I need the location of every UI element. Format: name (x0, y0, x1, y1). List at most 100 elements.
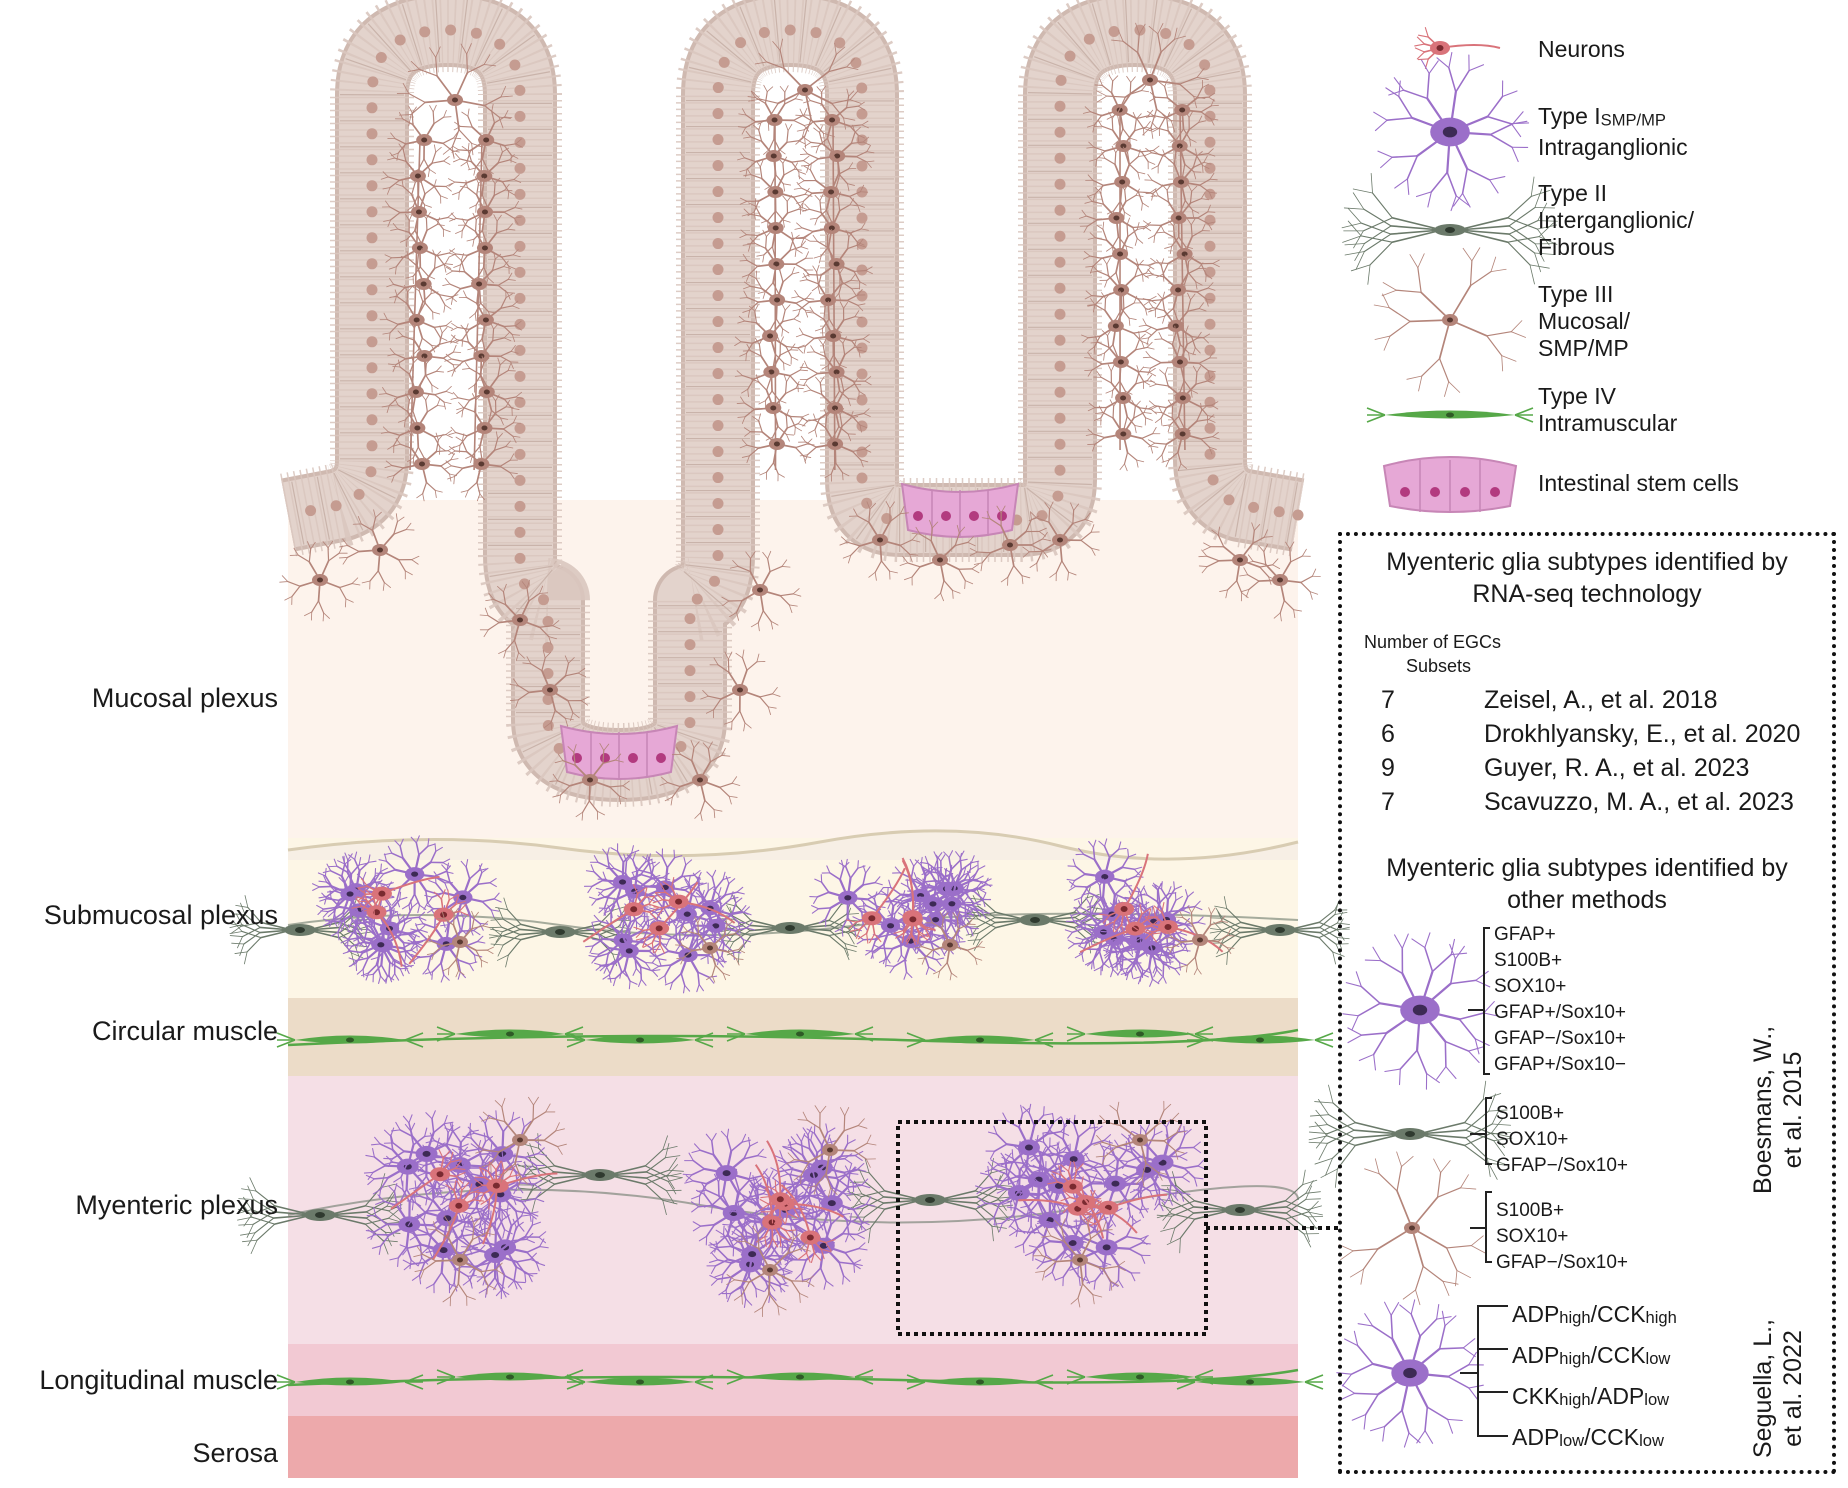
type3-glia-cell (444, 431, 518, 502)
type3-glia-cell (448, 393, 522, 466)
legend-type3: Type III Mucosal/ SMP/MP (1538, 281, 1631, 361)
type1-glia-cell (1029, 1114, 1117, 1203)
type3-glia-cell (1085, 145, 1157, 220)
label-myenteric-plexus: Myenteric plexus (75, 1190, 278, 1220)
type1-glia-icon (1342, 932, 1500, 1090)
type1-glia-cell (1103, 1125, 1190, 1214)
type3-glia-icon (1373, 247, 1526, 397)
zoom-box (896, 1120, 1208, 1336)
type3-glia-cell (899, 519, 980, 602)
type4-glia-cell (726, 1026, 874, 1042)
label-circular-muscle: Circular muscle (91, 1016, 278, 1046)
type3-glia-cell (795, 300, 870, 374)
type3-glia-cell (1147, 399, 1220, 471)
type2-glia-icon (1308, 1080, 1513, 1188)
myenteric-plexus (236, 1096, 1338, 1336)
neuron-cell (1047, 1160, 1105, 1239)
tissue-layers (287, 500, 1299, 1478)
stem-cells-icon (1382, 456, 1518, 513)
type1-glia-cell (383, 1110, 471, 1198)
mucosal-glia-network (279, 22, 1321, 822)
neuron-cell (390, 1149, 466, 1210)
type1-glia-cell (590, 911, 668, 990)
type3-glia-cell (1096, 22, 1209, 139)
type3-glia-cell (475, 1096, 567, 1187)
legend-type4: Type IV Intramuscular (1538, 383, 1678, 436)
bracket (1468, 927, 1490, 1075)
type3-glia-cell (380, 393, 453, 466)
type3-glia-cell (675, 916, 746, 983)
type4-glia-cell (276, 1374, 424, 1390)
type3-glia-cell (338, 509, 420, 591)
type3-glia-cell (1032, 1214, 1126, 1308)
label-mucosal-plexus: Mucosal plexus (91, 683, 278, 713)
neuron-cell (478, 1160, 520, 1245)
type3-glia-cell (384, 429, 459, 502)
mucosa-layer (288, 500, 1298, 840)
type3-glia-cell (1149, 218, 1220, 292)
legend-neurons: Neurons (1538, 36, 1625, 62)
submucosal-ganglion (582, 843, 755, 994)
type2-glia-cell (719, 892, 861, 965)
legend-type1: Type ISMP/MP Intraganglionic (1538, 103, 1688, 160)
legend-type2: Type II Interganglionic/ Fibrous (1538, 180, 1694, 260)
myenteric-ganglion (682, 1105, 877, 1318)
submucosal-ganglion (1064, 838, 1235, 987)
seguella-subtype: ADPhigh/CCKhigh (1512, 1301, 1677, 1327)
neuron-icon (1414, 27, 1501, 69)
type4-glia-cell (1186, 1032, 1334, 1048)
label-longitudinal-muscle: Longitudinal muscle (39, 1365, 278, 1395)
type3-glia-cell (739, 263, 815, 338)
type3-glia-cell (839, 501, 921, 581)
neuron-cell (762, 1140, 804, 1225)
label-serosa: Serosa (192, 1438, 278, 1468)
neuron-cell (780, 1184, 836, 1264)
type4-glia-cell (1066, 1026, 1214, 1042)
type3-glia-cell (1198, 522, 1281, 602)
type3-glia-cell (413, 1215, 505, 1307)
type3-glia-cell (448, 212, 521, 286)
neuron-cell (582, 884, 659, 943)
type3-glia-cell (1239, 541, 1321, 622)
type3-glia-cell (748, 38, 862, 149)
type3-glia-cell (1022, 501, 1100, 582)
bracket (1470, 1191, 1492, 1263)
type1-glia-cell (312, 855, 389, 932)
type4-glia-cell (906, 1032, 1054, 1048)
type3-glia-cell (424, 907, 494, 978)
type4-glia-cell (436, 1369, 584, 1385)
type3-glia-cell (1085, 399, 1161, 472)
type3-glia-cell (794, 191, 869, 266)
type3-glia-cell (1087, 364, 1159, 436)
type3-glia-cell (785, 1105, 877, 1198)
type3-glia-cell (279, 540, 361, 622)
neuron-cell (357, 875, 440, 918)
type3-glia-cell (1144, 110, 1216, 184)
type3-glia-cell (793, 155, 869, 229)
type4-glia-cell (726, 1369, 874, 1385)
type3-glia-cell (721, 550, 802, 632)
type3-glia-cell (914, 911, 986, 981)
seguella-subtype: ADPlow/CCKlow (1512, 1424, 1664, 1450)
microvilli (280, 0, 1306, 807)
label-submucosal-plexus: Submucosal plexus (43, 900, 278, 930)
type3-glia-cell (739, 156, 813, 228)
type2-glia-icon (1341, 172, 1558, 285)
type3-glia-cell (734, 303, 805, 373)
type1-glia-icon (1336, 1299, 1484, 1448)
type3-glia-cell (799, 336, 872, 409)
type4-glia-cell (276, 1032, 424, 1048)
mucosa-border (288, 830, 1298, 860)
type3-glia-cell (384, 211, 457, 285)
seguella-subtype: ADPhigh/CCKlow (1512, 1342, 1671, 1368)
type3-glia-cell (1142, 325, 1218, 400)
type1-glia-cell (648, 874, 726, 952)
type4-glia-cell (1066, 1369, 1214, 1385)
panel-icons (1308, 927, 1513, 1448)
marker-list-type1: GFAP+ S100B+ SOX10+ GFAP+/Sox10+ GFAP−/S… (1494, 924, 1627, 1075)
